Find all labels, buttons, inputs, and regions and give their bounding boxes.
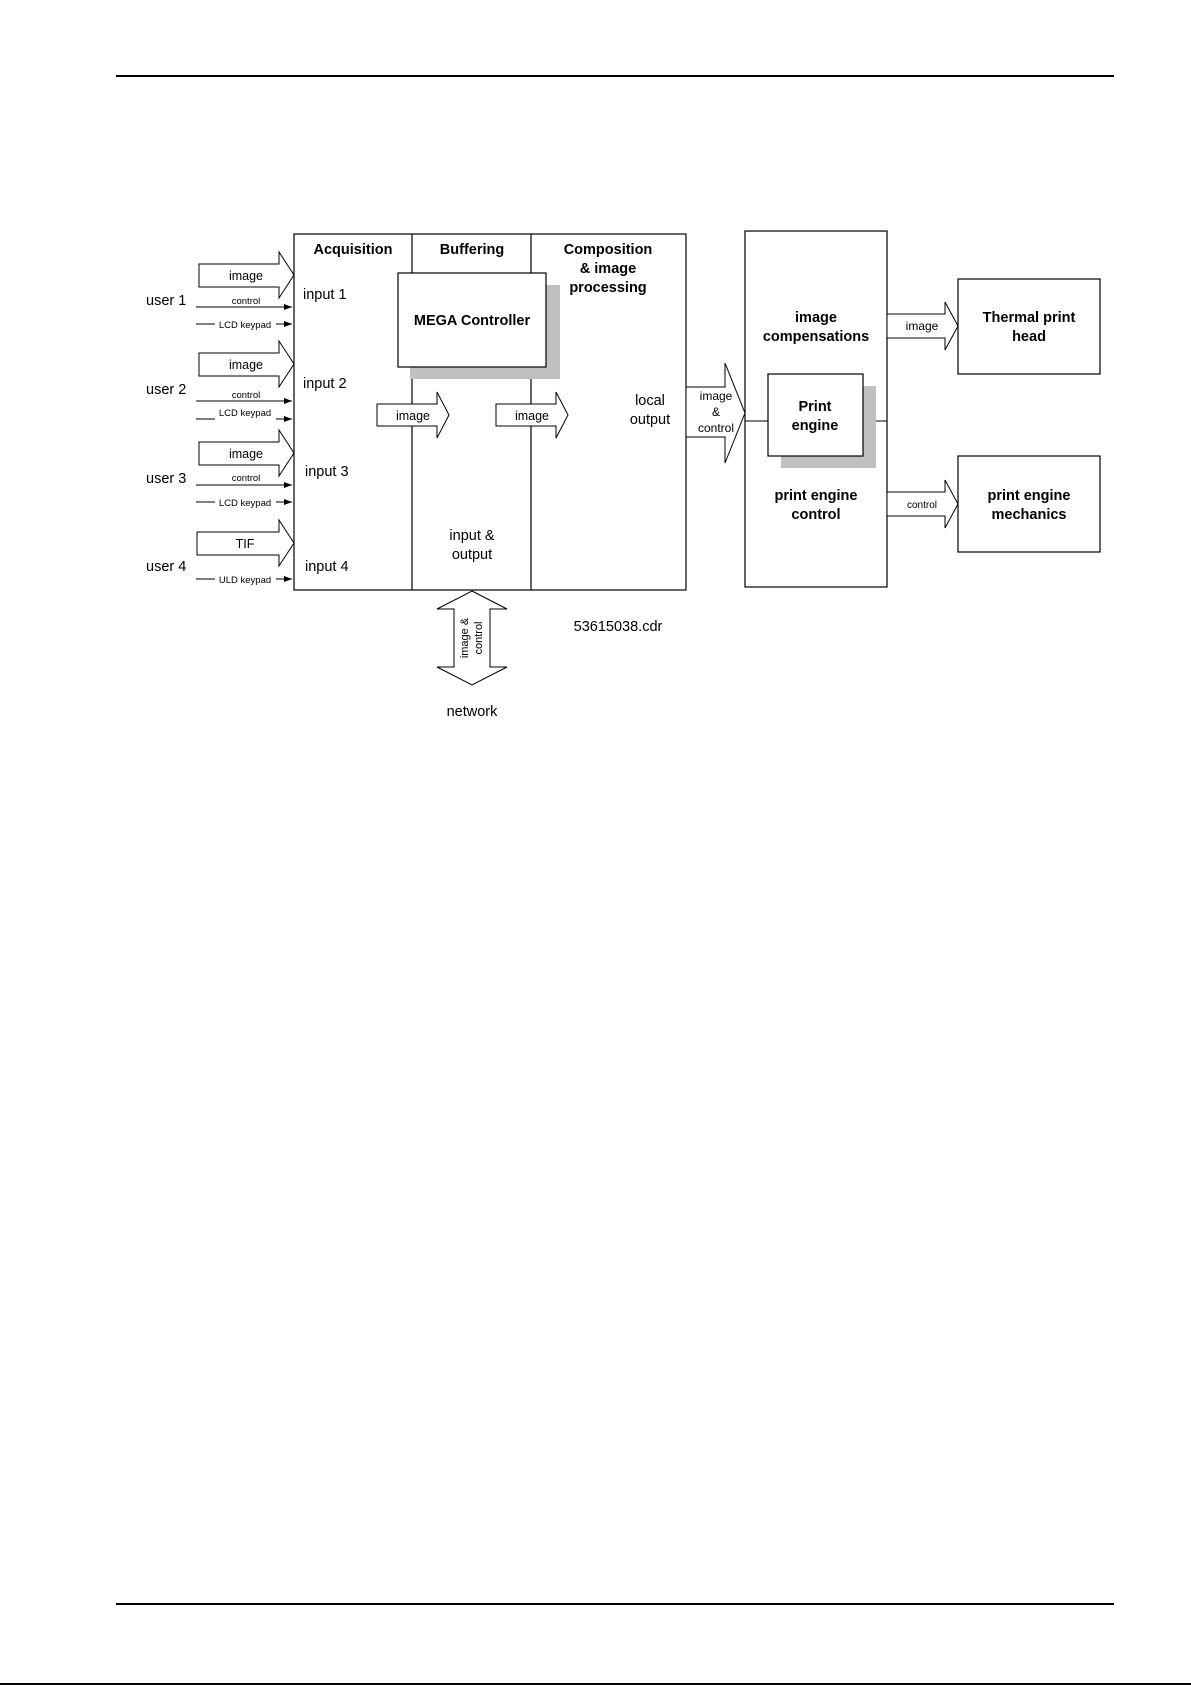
mega-controller-box: [397, 272, 547, 368]
user-4-tif-label: TIF: [236, 537, 255, 551]
buffer-image-arrow-2: image: [495, 391, 569, 439]
input-4-label: input 4: [305, 559, 349, 575]
buffer-arrow-2-label: image: [515, 409, 549, 423]
thermal-head-line1: Thermal print: [983, 310, 1076, 326]
network-bidirectional-arrow: image & control: [436, 590, 508, 686]
user-4-keypad-line: ULD keypad: [196, 575, 292, 586]
user-3-image-arrow: image: [198, 428, 295, 478]
mechanics-line2: mechanics: [992, 507, 1067, 523]
network-arrow-line2: control: [473, 621, 485, 654]
mechanics-control-arrow: control: [886, 479, 959, 529]
user-2-control-line: control: [196, 390, 292, 404]
section-composition-line3: processing: [569, 280, 646, 296]
network-label: network: [447, 704, 499, 720]
header-rule: [116, 75, 1114, 77]
user-3-keypad-line: LCD keypad: [196, 498, 292, 509]
input-1-label: input 1: [303, 287, 347, 303]
user-2-keypad-label: LCD keypad: [219, 408, 271, 419]
image-compensations-line2: compensations: [763, 329, 869, 345]
section-composition-line2: & image: [580, 261, 636, 277]
thermal-arrow-label: image: [906, 319, 939, 333]
user-3-label: user 3: [146, 471, 186, 487]
user-1-image-arrow: image: [198, 250, 295, 300]
user-4-tif-arrow: TIF: [196, 518, 295, 568]
output-arrow-line1: image: [700, 389, 733, 403]
print-engine-line2: engine: [792, 418, 839, 434]
user-2-control-label: control: [232, 390, 261, 401]
input-3-label: input 3: [305, 464, 349, 480]
user-2-keypad-line: LCD keypad: [196, 408, 292, 422]
input-output-line1: input &: [449, 528, 494, 544]
local-output-line1: local: [635, 393, 665, 409]
user-1-keypad-line: LCD keypad: [196, 320, 292, 331]
section-composition-line1: Composition: [564, 242, 653, 258]
output-image-control-arrow: image & control: [685, 362, 746, 464]
user-3-keypad-label: LCD keypad: [219, 498, 271, 509]
mechanics-arrow-label: control: [907, 500, 937, 511]
user-1-label: user 1: [146, 293, 186, 309]
print-engine-control-line1: print engine: [775, 488, 858, 504]
footer-rule: [116, 1603, 1114, 1605]
buffer-arrow-1-label: image: [396, 409, 430, 423]
print-engine-mechanics-box: [957, 455, 1101, 553]
user-1-image-label: image: [229, 269, 263, 283]
user-1-keypad-label: LCD keypad: [219, 320, 271, 331]
user-4-keypad-label: ULD keypad: [219, 575, 271, 586]
mega-controller-label: MEGA Controller: [414, 313, 531, 329]
input-output-line2: output: [452, 547, 492, 563]
user-3-control-label: control: [232, 473, 261, 484]
user-1-control-line: control: [196, 296, 292, 310]
output-arrow-line3: control: [698, 421, 734, 435]
user-2-image-arrow: image: [198, 339, 295, 389]
thermal-image-arrow: image: [886, 301, 959, 351]
user-3-control-line: control: [196, 473, 292, 488]
print-engine-line1: Print: [798, 399, 831, 415]
section-acquisition: Acquisition: [314, 242, 393, 258]
user-3-image-label: image: [229, 447, 263, 461]
network-arrow-line1: image &: [459, 617, 471, 658]
user-2-label: user 2: [146, 382, 186, 398]
output-arrow-line2: &: [712, 405, 720, 419]
thermal-head-line2: head: [1012, 329, 1046, 345]
section-buffering: Buffering: [440, 242, 504, 258]
mechanics-line1: print engine: [988, 488, 1071, 504]
user-4-label: user 4: [146, 559, 186, 575]
user-1-control-label: control: [232, 296, 261, 307]
local-output-line2: output: [630, 412, 670, 428]
print-engine-box: [767, 373, 864, 457]
buffer-image-arrow-1: image: [376, 391, 450, 439]
image-compensations-line1: image: [795, 310, 837, 326]
figure-id: 53615038.cdr: [574, 619, 663, 635]
print-engine-control-line2: control: [791, 507, 840, 523]
user-2-image-label: image: [229, 358, 263, 372]
input-2-label: input 2: [303, 376, 347, 392]
page-bottom-edge: [0, 1683, 1191, 1685]
thermal-print-head-box: [957, 278, 1101, 375]
